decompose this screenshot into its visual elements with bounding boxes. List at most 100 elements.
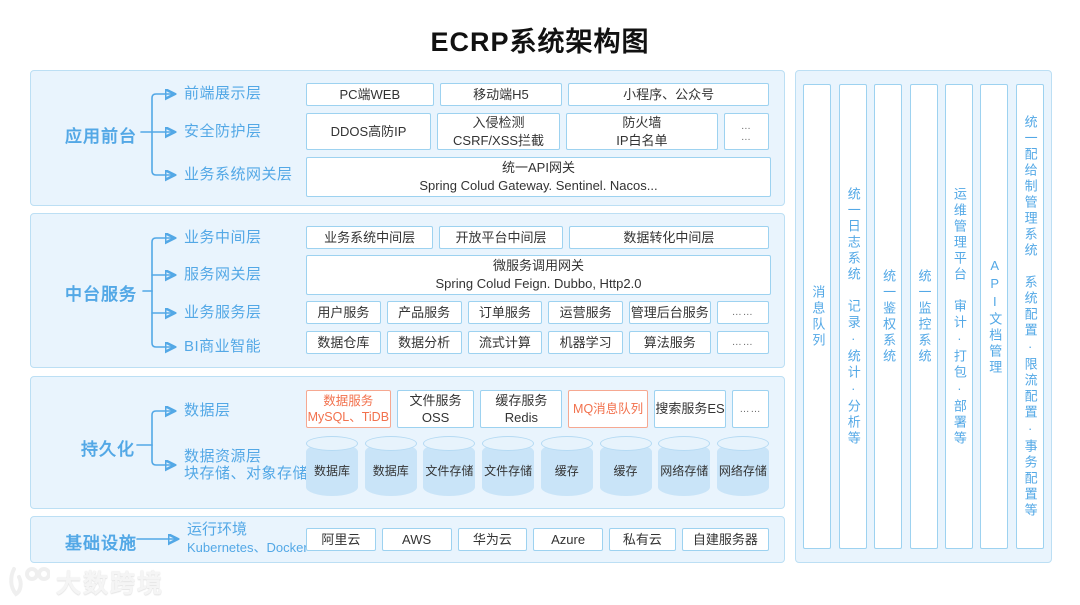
cylinder-top [306,436,358,451]
section-label-middle: 中台服务 [65,285,137,304]
section-middle-platform: 中台服务 业务中间层 服务网关层 业务服务层 BI商业智能 业务系统中间层开放平… [30,213,785,368]
storage-cylinder: 文件存储 [482,436,535,496]
chip: 开放平台中间层 [439,226,563,249]
runtime-env-title: 运行环境 [187,521,248,538]
chip: 数据转化中间层 [568,226,769,249]
cylinder-body [658,443,711,496]
storage-cylinder: 数据库 [364,436,417,496]
cylinder-top [658,436,711,451]
section-label-infrastructure: 基础设施 [65,534,137,553]
chip: 运营服务 [548,301,623,324]
cylinder-label: 缓存 [554,464,579,478]
chip: …… [716,301,769,324]
vertical-module-column: API文档管理 [980,84,1009,549]
cylinder-top [716,436,769,451]
cylinder-body [423,443,476,496]
chip: 移动端H5 [439,83,563,106]
storage-cylinder: 缓存 [540,436,593,496]
cylinder-body [364,443,417,496]
chip: 小程序、公众号 [568,83,769,106]
layer-label: 业务服务层 [184,304,262,321]
cloud-chip: 自建服务器 [681,528,770,551]
cloud-chip: 私有云 [609,528,676,551]
chip: DDOS高防IP [306,113,432,150]
diagram-title: ECRP系统架构图 [430,27,650,57]
gateway-title: 统一API网关 [502,160,575,176]
branch-connector-icon [136,377,306,508]
storage-cylinder: 数据库 [306,436,358,496]
layer-label: 数据层 [184,402,231,419]
chip: 算法服务 [629,331,711,354]
layer-label: 数据资源层 块存储、对象存储 [184,448,309,482]
vertical-module-column: 统一鉴权系统 [874,84,903,549]
cloud-chip: 华为云 [457,528,528,551]
layer-label: BI商业智能 [184,338,262,355]
data-service-chip: …… [732,390,769,428]
cylinder-label: 文件存储 [484,464,533,478]
cylinder-label: 数据库 [313,464,350,478]
vertical-module-column: 运维管理平台 审计·打包·部署等 [944,84,973,549]
layer-label: 业务系统网关层 [184,166,293,183]
chip-row: 业务系统中间层开放平台中间层数据转化中间层 [306,226,769,249]
cloud-chip: Azure [533,528,603,551]
chip: 数据仓库 [306,331,381,354]
chip: PC端WEB [306,83,434,106]
service-gateway-box: 微服务调用网关 Spring Colud Feign. Dubbo, Http2… [306,255,771,295]
cylinder-top [364,436,417,451]
section-label-front: 应用前台 [65,127,137,146]
cylinder-body [306,443,358,496]
chip: 管理后台服务 [629,301,711,324]
cylinder-top [540,436,593,451]
cylinder-label: 缓存 [613,464,638,478]
storage-cylinder: 文件存储 [423,436,476,496]
chip: 流式计算 [467,331,543,354]
vertical-module-column: 统一日志系统 记录·统计·分析等 [838,84,867,549]
storage-cylinder: 网络存储 [658,436,711,496]
cloud-chip: 阿里云 [306,528,376,551]
cylinder-body [599,443,652,496]
vertical-module-label: API文档管理 [987,257,1003,376]
data-service-chip: 数据服务 MySQL、TiDB [306,390,391,428]
cylinder-label: 文件存储 [425,464,474,478]
runtime-env-label: 运行环境 Kubernetes、Docker [187,521,308,557]
vertical-module-label: 消息队列 [810,284,826,349]
vertical-module-label: 统一鉴权系统 [881,268,897,365]
vertical-module-column: 统一配给制管理系统 系统配置·限流配置·事务配置等 [1015,84,1044,549]
chip: 用户服务 [306,301,381,324]
cylinder-label: 网络存储 [718,464,767,478]
chip-row: 用户服务产品服务订单服务运营服务管理后台服务…… [306,301,769,324]
chip: 数据分析 [386,331,462,354]
storage-cylinder: 网络存储 [716,436,769,496]
storage-cylinder: 缓存 [599,436,652,496]
cylinder-top [482,436,535,451]
vertical-module-label: 统一配给制管理系统 系统配置·限流配置·事务配置等 [1022,114,1038,519]
chip: 防火墙 IP白名单 [566,113,718,150]
vertical-module-column: 消息队列 [803,84,832,549]
cylinder-body [716,443,769,496]
cylinder-top [423,436,476,451]
runtime-env-subtitle: Kubernetes、Docker [187,540,308,555]
gateway-title: 微服务调用网关 [492,258,584,274]
section-label-persistence: 持久化 [81,440,135,459]
watermark-text: 大数跨境 [56,570,165,598]
cylinder-top [599,436,652,451]
watermark: 大数跨境 [8,564,164,600]
chip: 产品服务 [386,301,462,324]
layer-label: 服务网关层 [184,266,262,283]
data-service-chip: 搜索服务ES [654,390,726,428]
vertical-module-label: 统一监控系统 [916,268,932,365]
cylinder-body [482,443,535,496]
gateway-subtitle: Spring Colud Feign. Dubbo, Http2.0 [435,276,642,291]
chip: … … [723,113,770,150]
watermark-logo-icon [9,567,50,597]
vertical-module-label: 统一日志系统 记录·统计·分析等 [845,186,861,447]
data-service-chip: MQ消息队列 [568,390,648,428]
vertical-module-column: 统一监控系统 [909,84,938,549]
vertical-module-label: 运维管理平台 审计·打包·部署等 [951,186,967,447]
cloud-chip: AWS [381,528,452,551]
